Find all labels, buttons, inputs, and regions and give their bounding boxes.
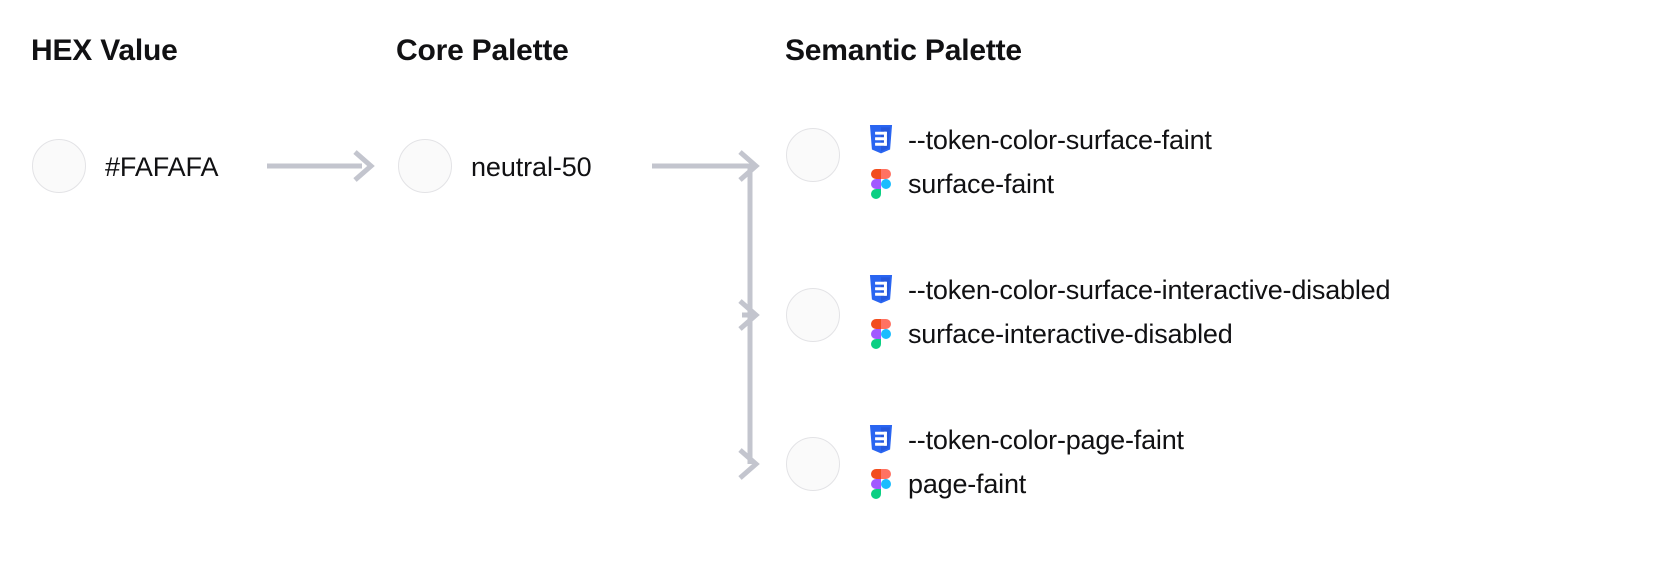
core-palette-label: neutral-50	[471, 152, 592, 182]
hex-value-label: #FAFAFA	[105, 152, 219, 182]
css3-icon	[866, 124, 896, 156]
css-token-line: --token-color-page-faint	[866, 418, 1184, 462]
column-header-semantic-palette: Semantic Palette	[785, 34, 1022, 67]
swatch-semantic-surface-interactive-disabled[interactable]	[786, 288, 840, 342]
column-header-hex-value: HEX Value	[31, 34, 178, 67]
css3-icon	[866, 274, 896, 306]
figma-token-line: surface-interactive-disabled	[866, 312, 1390, 356]
column-header-core-palette: Core Palette	[396, 34, 569, 67]
semantic-row-surface-faint: --token-color-surface-faint surface-fain…	[866, 118, 1212, 206]
swatch-semantic-surface-faint[interactable]	[786, 128, 840, 182]
figma-token-line: surface-faint	[866, 162, 1212, 206]
figma-icon	[866, 318, 896, 350]
css-token-label: --token-color-surface-faint	[908, 124, 1212, 155]
swatch-core-palette[interactable]	[398, 139, 452, 193]
figma-token-label: surface-interactive-disabled	[908, 318, 1233, 349]
semantic-row-page-faint: --token-color-page-faint page-faint	[866, 418, 1184, 506]
css-token-label: --token-color-surface-interactive-disabl…	[908, 274, 1391, 305]
css-token-line: --token-color-surface-interactive-disabl…	[866, 268, 1390, 312]
semantic-row-surface-interactive-disabled: --token-color-surface-interactive-disabl…	[866, 268, 1390, 356]
figma-icon	[866, 168, 896, 200]
figma-token-line: page-faint	[866, 462, 1184, 506]
figma-token-label: surface-faint	[908, 168, 1054, 199]
css-token-line: --token-color-surface-faint	[866, 118, 1212, 162]
figma-token-label: page-faint	[908, 468, 1027, 499]
css-token-label: --token-color-page-faint	[908, 424, 1184, 455]
swatch-hex-value[interactable]	[32, 139, 86, 193]
css3-icon	[866, 424, 896, 456]
swatch-semantic-page-faint[interactable]	[786, 437, 840, 491]
figma-icon	[866, 468, 896, 500]
